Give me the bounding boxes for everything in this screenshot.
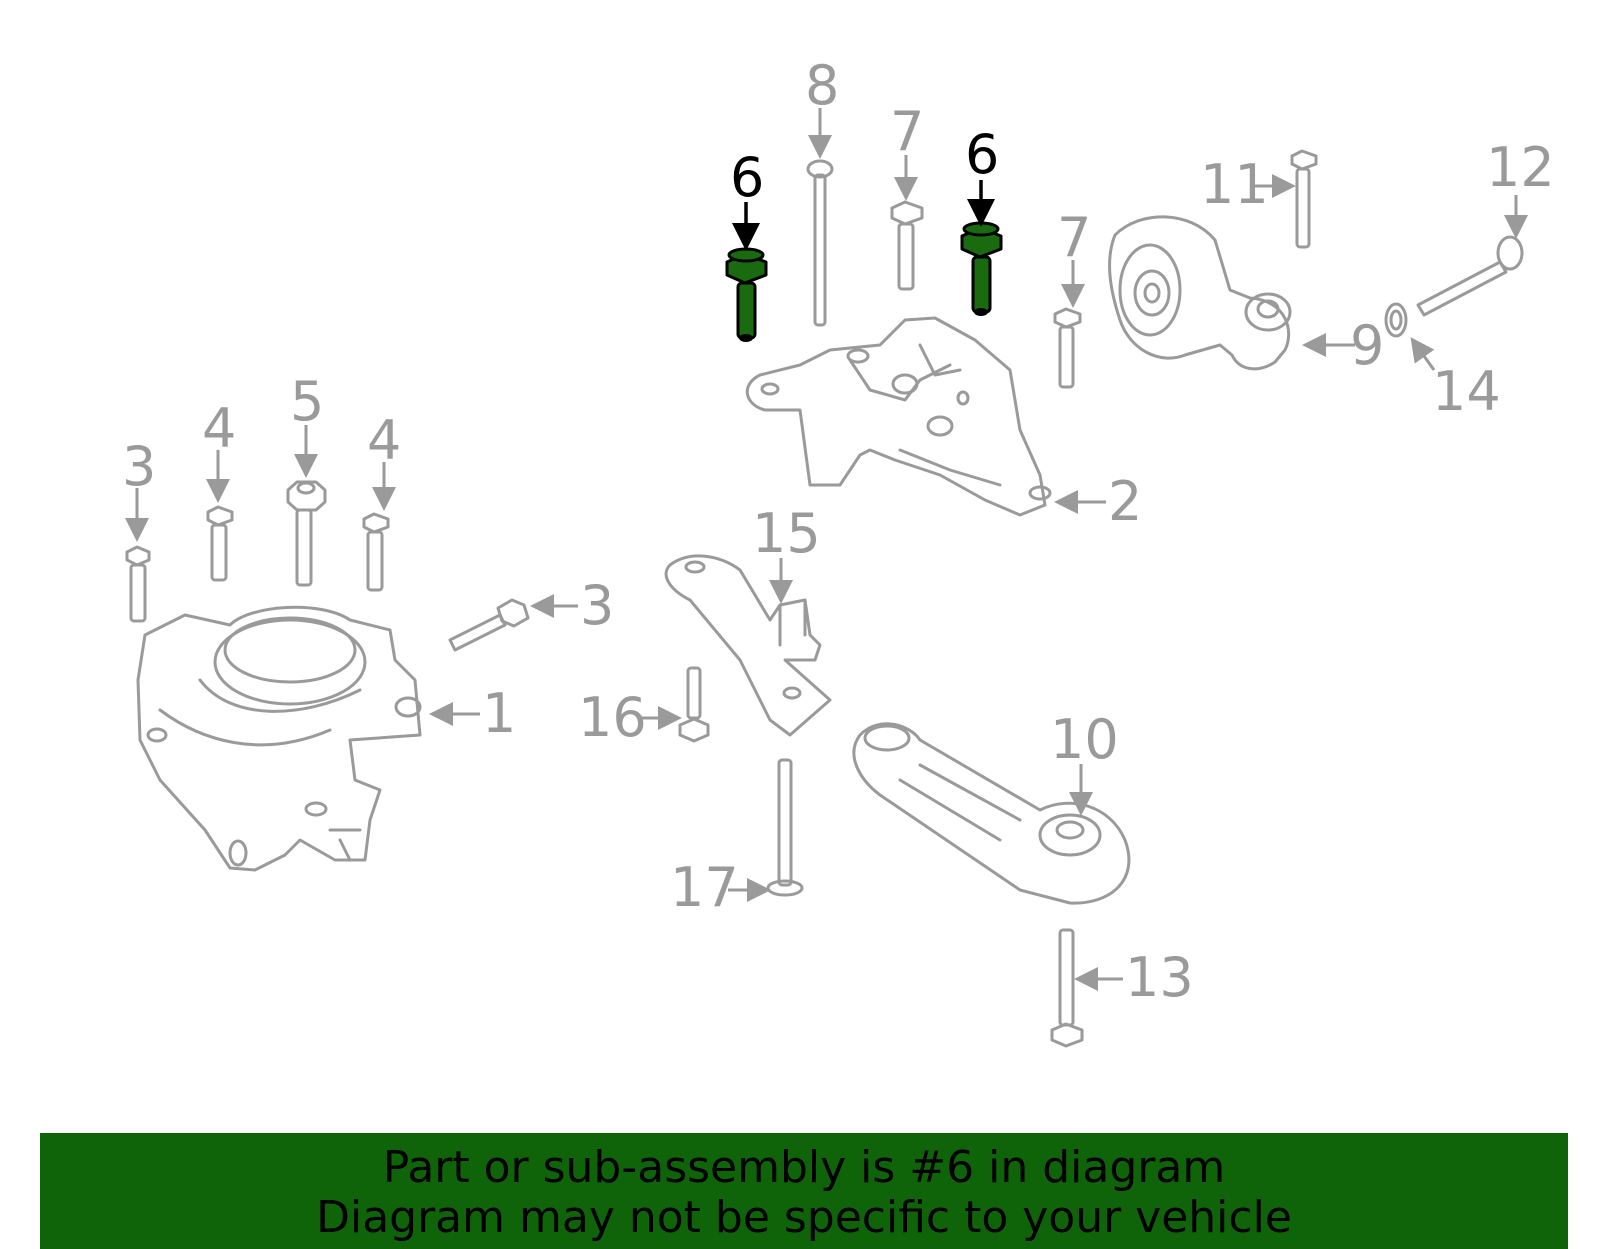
- bracket-part-15: [664, 554, 832, 737]
- callout-15: 15: [752, 502, 821, 565]
- bolt-part-11: [1290, 149, 1318, 249]
- bolt-part-3-right: [448, 598, 530, 652]
- bolt-part-17: [766, 758, 804, 897]
- callout-14: 14: [1432, 360, 1501, 423]
- callout-6-left: 6: [730, 146, 764, 209]
- callout-8: 8: [805, 54, 839, 117]
- callout-17: 17: [670, 856, 739, 919]
- bolt-part-13: [1050, 928, 1084, 1048]
- bolt-part-7-left: [890, 200, 924, 291]
- bolt-part-16: [678, 666, 710, 743]
- callout-arrows: [125, 108, 1528, 991]
- engine-mount-part-9: [1108, 215, 1292, 371]
- callout-16: 16: [578, 686, 647, 749]
- bolt-part-4-left: [206, 505, 234, 582]
- callout-1: 1: [482, 682, 516, 745]
- callout-10: 10: [1050, 708, 1119, 771]
- banner-line-1: Part or sub-assembly is #6 in diagram: [382, 1142, 1226, 1193]
- callout-9: 9: [1350, 314, 1384, 377]
- callout-7-right: 7: [1057, 206, 1091, 269]
- callout-4-left: 4: [202, 397, 236, 460]
- callout-5: 5: [290, 370, 324, 433]
- callout-7-left: 7: [890, 100, 924, 163]
- callout-12: 12: [1486, 136, 1555, 199]
- bolt-part-4-right: [362, 512, 390, 592]
- callout-11: 11: [1200, 153, 1269, 216]
- banner-line-2: Diagram may not be specific to your vehi…: [316, 1192, 1292, 1243]
- bolt-part-3-left: [125, 545, 151, 623]
- callout-3-right: 3: [580, 574, 614, 637]
- callout-2: 2: [1108, 470, 1142, 533]
- callout-6-right: 6: [965, 123, 999, 186]
- washer-part-14: [1384, 302, 1408, 338]
- stud-nut-part-5: [286, 480, 327, 587]
- callout-13: 13: [1125, 946, 1194, 1009]
- mount-bracket-part-2: [746, 316, 1052, 517]
- bolt-part-6-left[interactable]: [725, 247, 768, 342]
- bolt-part-6-right[interactable]: [960, 221, 1003, 316]
- bolt-part-7-right: [1053, 307, 1082, 389]
- callout-4-right: 4: [367, 409, 401, 472]
- info-banner: Part or sub-assembly is #6 in diagram Di…: [40, 1133, 1568, 1249]
- bolt-part-12: [1416, 235, 1524, 317]
- bolt-part-8: [806, 159, 834, 327]
- callout-3-left: 3: [122, 435, 156, 498]
- engine-mount-part-1: [136, 605, 422, 872]
